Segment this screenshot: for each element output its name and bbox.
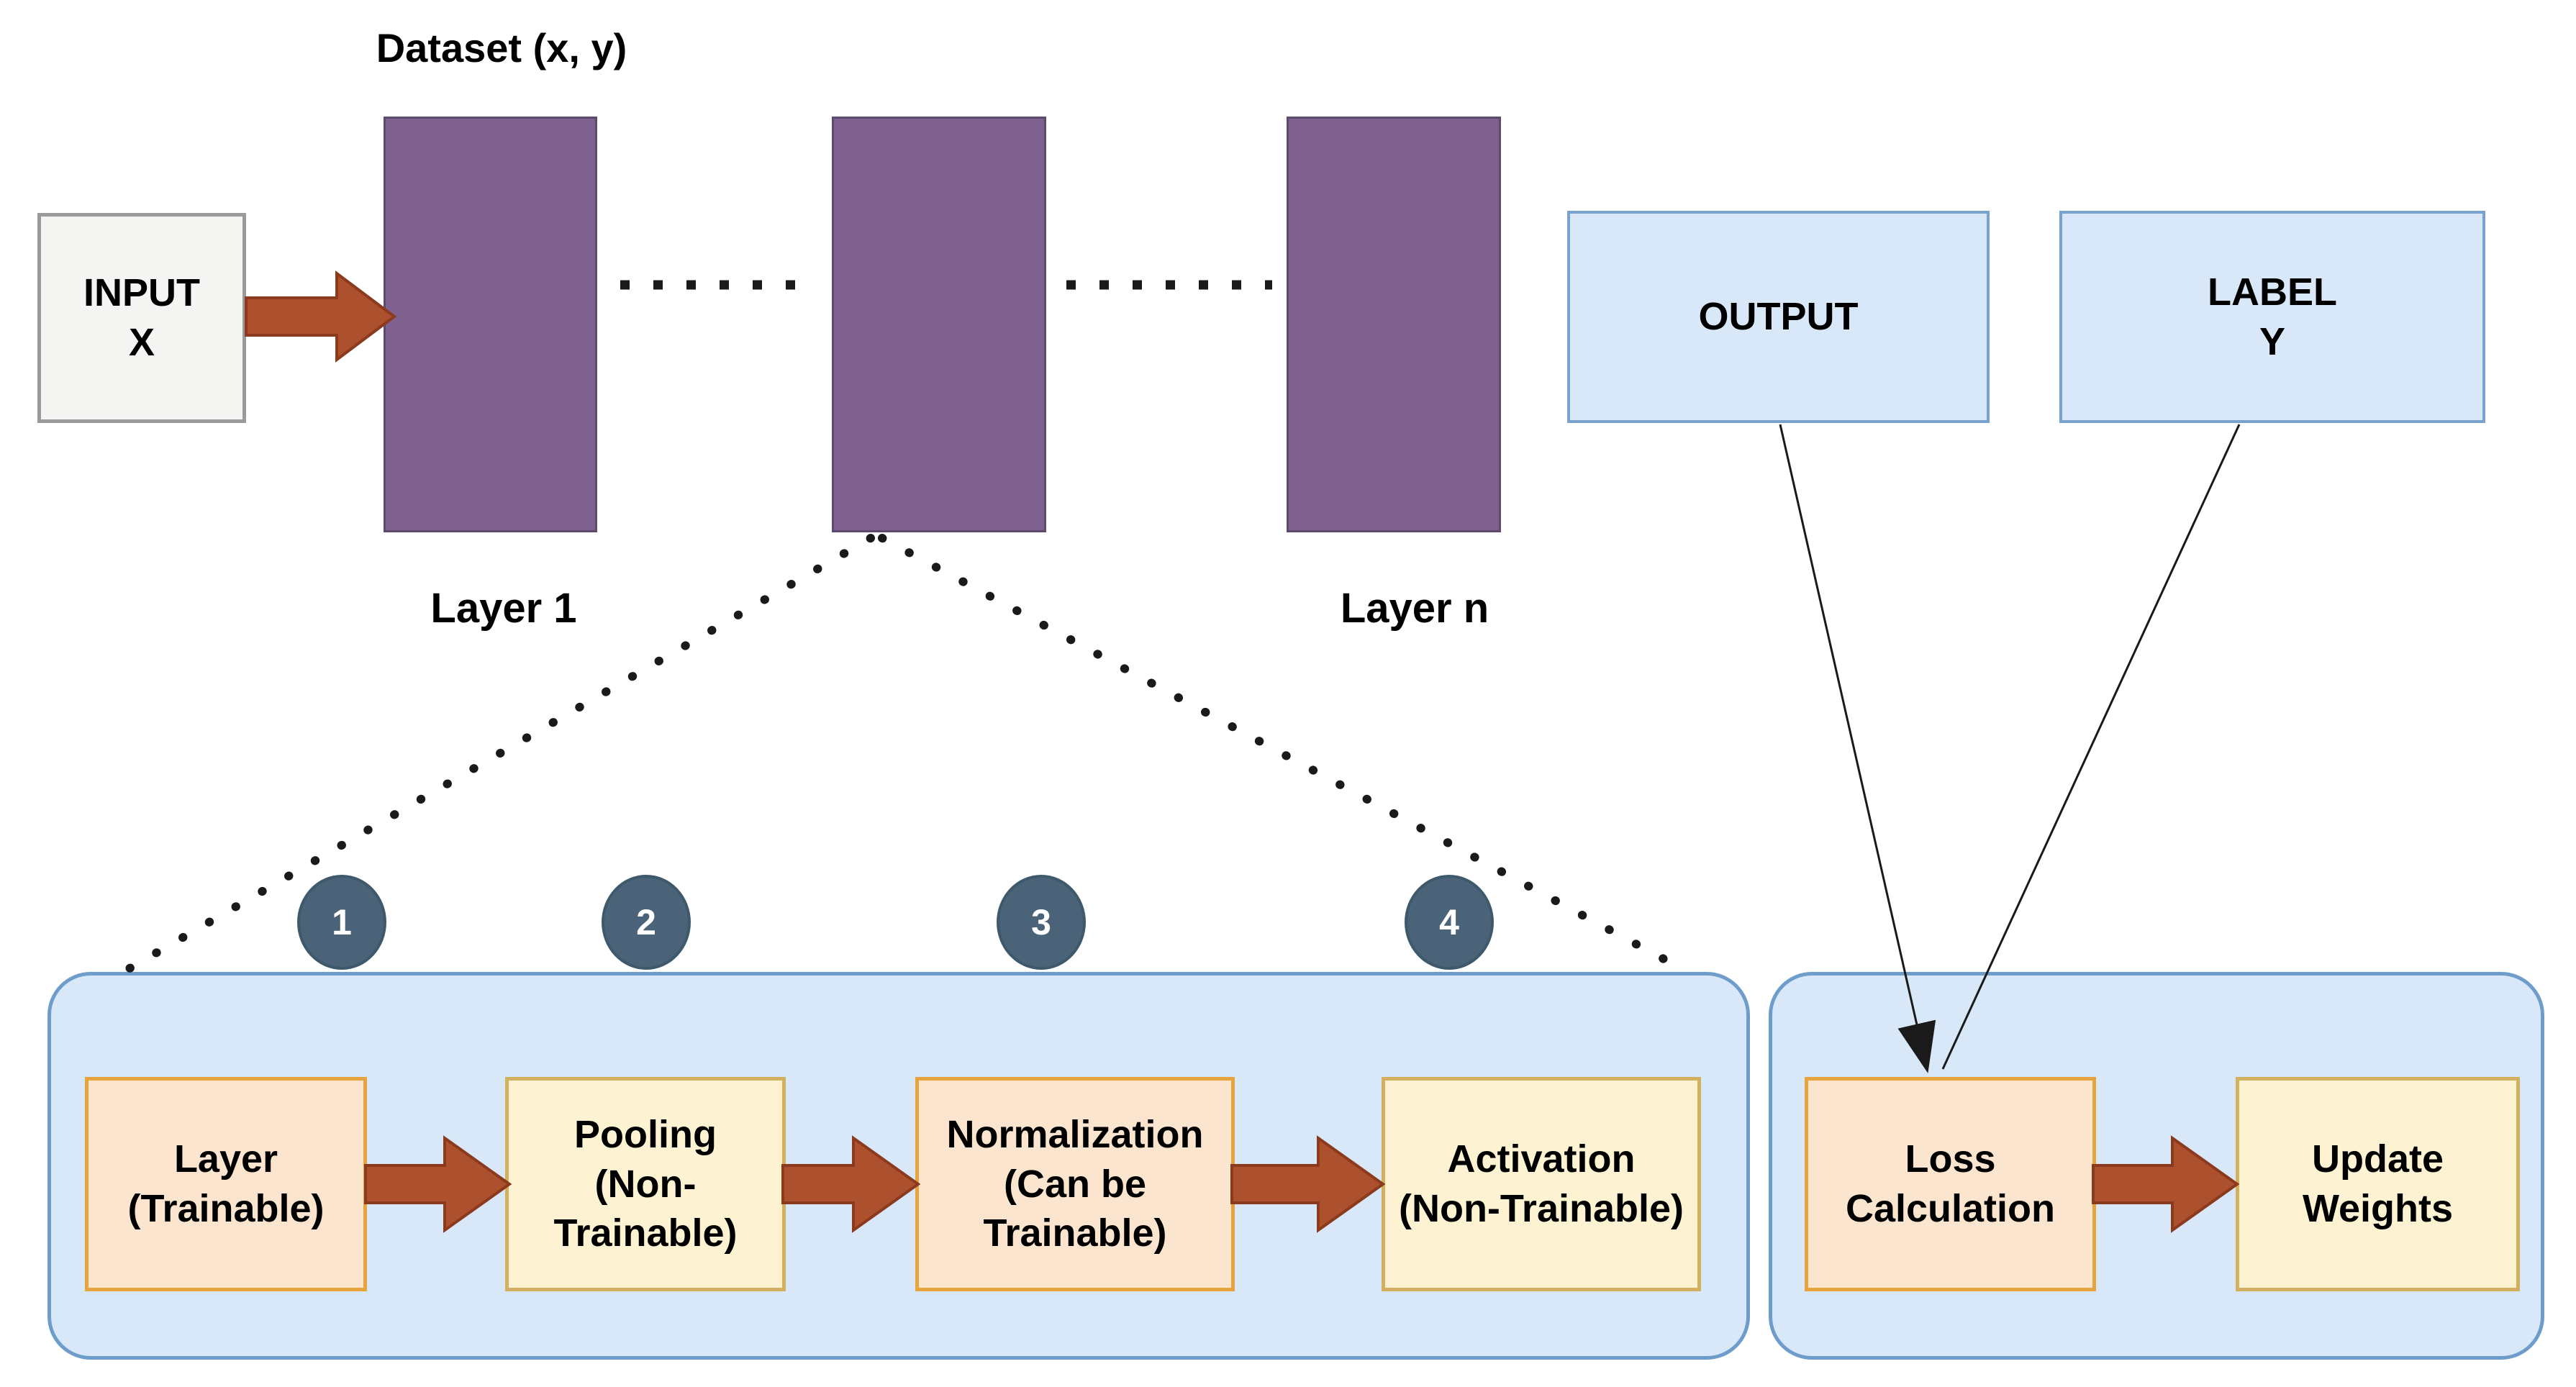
pooling-line3: Trainable) bbox=[553, 1211, 738, 1255]
step-circle-4: 4 bbox=[1405, 875, 1494, 970]
loss-line1: Loss bbox=[1905, 1137, 1996, 1181]
step-circle-4-number: 4 bbox=[1439, 902, 1459, 942]
activation-line1: Activation bbox=[1447, 1137, 1636, 1181]
layer-trainable-line2: (Trainable) bbox=[127, 1187, 325, 1230]
step-circle-3-number: 3 bbox=[1031, 902, 1051, 942]
update-line1: Update bbox=[2311, 1137, 2444, 1181]
step-circle-1: 1 bbox=[297, 875, 386, 970]
normalization-box: Normalization (Can be Trainable) bbox=[915, 1077, 1235, 1291]
input-label-line1: INPUT bbox=[83, 271, 200, 315]
input-label-line2: X bbox=[128, 321, 155, 364]
pooling-line2: (Non- bbox=[594, 1162, 697, 1206]
output-box: OUTPUT bbox=[1567, 211, 1990, 423]
update-weights-box: Update Weights bbox=[2236, 1077, 2520, 1291]
arrow-input-to-layer1 bbox=[245, 270, 397, 363]
layern-caption: Layer n bbox=[1340, 585, 1489, 632]
layer-middle-rect bbox=[832, 117, 1046, 532]
loss-calculation-box: Loss Calculation bbox=[1805, 1077, 2096, 1291]
step-circle-2-number: 2 bbox=[636, 902, 656, 942]
normalization-line1: Normalization bbox=[946, 1113, 1204, 1157]
activation-box: Activation (Non-Trainable) bbox=[1382, 1077, 1701, 1291]
layer1-caption: Layer 1 bbox=[430, 585, 577, 632]
label-y-line2: Y bbox=[2259, 319, 2286, 363]
label-y-line1: LABEL bbox=[2208, 270, 2337, 314]
layern-rect bbox=[1287, 117, 1501, 532]
dataset-title: Dataset (x, y) bbox=[376, 25, 627, 71]
step-circle-2: 2 bbox=[602, 875, 691, 970]
layer1-rect bbox=[384, 117, 597, 532]
normalization-line2: (Can be bbox=[1003, 1162, 1147, 1206]
label-y-box: LABEL Y bbox=[2059, 211, 2485, 423]
pooling-box: Pooling (Non- Trainable) bbox=[505, 1077, 786, 1291]
update-line2: Weights bbox=[2302, 1187, 2453, 1230]
pooling-line1: Pooling bbox=[574, 1113, 717, 1157]
activation-line2: (Non-Trainable) bbox=[1398, 1187, 1684, 1230]
layer-trainable-line1: Layer bbox=[173, 1137, 278, 1181]
layer-trainable-box: Layer (Trainable) bbox=[85, 1077, 367, 1291]
step-circle-3: 3 bbox=[997, 875, 1086, 970]
step-circle-1-number: 1 bbox=[332, 902, 352, 942]
loss-line2: Calculation bbox=[1845, 1187, 2056, 1230]
output-label: OUTPUT bbox=[1698, 295, 1859, 339]
normalization-line3: Trainable) bbox=[983, 1211, 1167, 1255]
input-box: INPUT X bbox=[37, 213, 246, 423]
